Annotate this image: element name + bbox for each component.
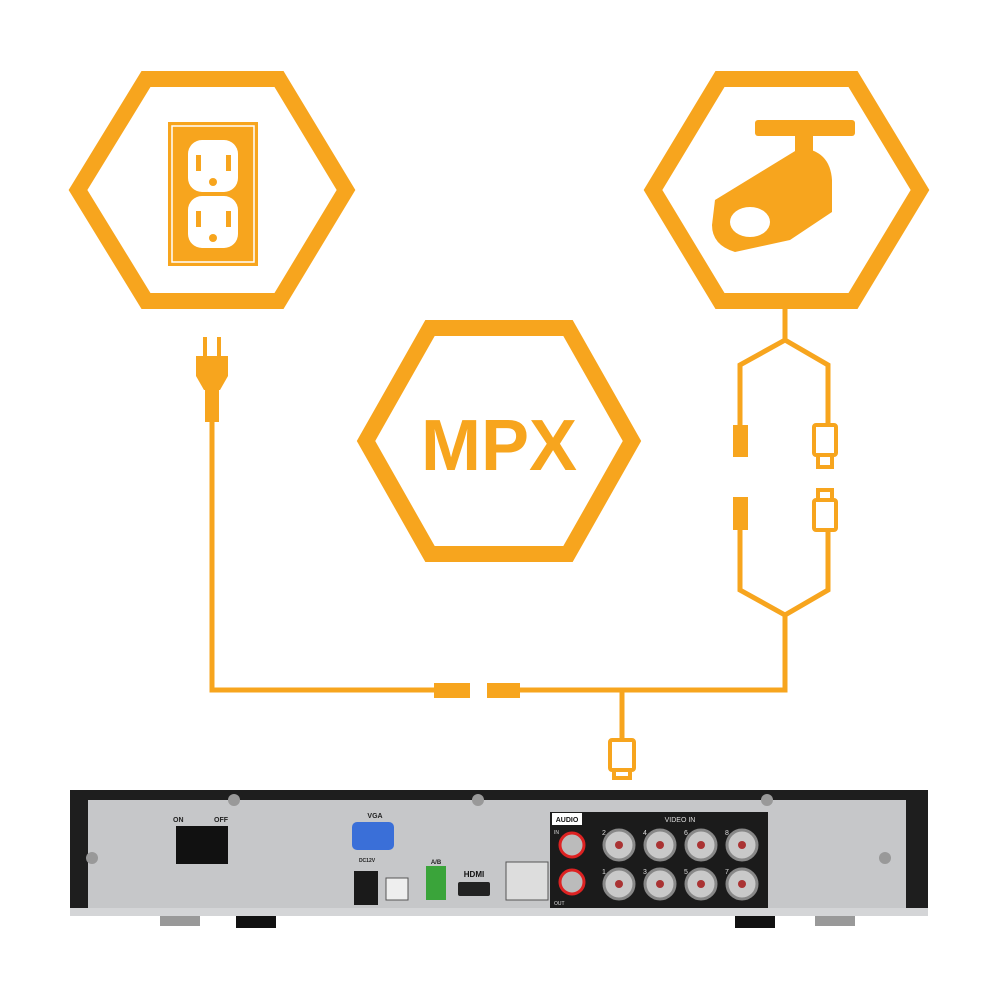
power-plug-icon <box>196 337 228 422</box>
dvr-rear-panel: ON OFF VGA DC12V A/B HDMI AUDIO VIDEO IN… <box>70 790 928 928</box>
power-connector-camera-top <box>733 425 748 457</box>
usb-port <box>385 877 409 901</box>
rs485-label: A/B <box>431 860 442 866</box>
bnc-pin <box>697 841 705 849</box>
mpx-label: MPX <box>421 406 577 486</box>
power-connector-camera-bottom <box>733 497 748 530</box>
channel-label: 2 <box>602 830 606 837</box>
connectors <box>434 425 748 698</box>
power-on-label: ON <box>173 817 184 824</box>
camera-cable-top <box>737 308 831 425</box>
power-connector-female <box>434 683 470 698</box>
vga-port <box>352 822 394 850</box>
bnc-pin <box>697 880 705 888</box>
bnc-pin <box>738 841 746 849</box>
hdmi-label: HDMI <box>464 870 484 879</box>
power-off-label: OFF <box>214 817 229 824</box>
channel-label: 7 <box>725 869 729 876</box>
video-in-label: VIDEO IN <box>665 817 696 824</box>
audio-out-label: OUT <box>554 901 565 907</box>
power-cable <box>209 420 434 693</box>
channel-label: 4 <box>643 830 647 837</box>
channel-label: 5 <box>684 869 688 876</box>
audio-in-port <box>558 831 586 859</box>
power-switch[interactable] <box>176 826 228 864</box>
bnc-pin <box>738 880 746 888</box>
main-cable <box>520 615 788 693</box>
rs485-terminal <box>426 866 446 900</box>
audio-in-label: IN <box>554 830 559 836</box>
channel-label: 6 <box>684 830 688 837</box>
power-connector-male <box>487 683 520 698</box>
channel-label: 1 <box>602 869 606 876</box>
hdmi-port <box>458 882 490 896</box>
power-outlet-icon <box>168 122 258 266</box>
bnc-connector-dvr <box>608 738 636 772</box>
bnc-pin <box>615 880 623 888</box>
audio-label: AUDIO <box>556 817 579 824</box>
video-in-ports: 2 4 6 8 1 3 5 7 <box>602 828 759 901</box>
channel-label: 8 <box>725 830 729 837</box>
bnc-pin <box>656 841 664 849</box>
camera-hexagon <box>643 71 930 309</box>
mpx-hexagon <box>356 320 642 562</box>
dc-power-port <box>354 871 378 905</box>
audio-out-port <box>558 868 586 896</box>
bnc-connector-camera-bottom <box>812 498 838 532</box>
security-camera-icon <box>712 120 855 252</box>
bnc-connector-camera-top <box>812 423 838 457</box>
vga-label: VGA <box>367 813 382 820</box>
bnc-pin <box>615 841 623 849</box>
bnc-pin <box>656 880 664 888</box>
camera-cable-bottom <box>737 530 831 618</box>
channel-label: 3 <box>643 869 647 876</box>
ethernet-port <box>505 861 549 901</box>
dc-label: DC12V <box>359 858 376 864</box>
power-hexagon <box>68 71 356 309</box>
